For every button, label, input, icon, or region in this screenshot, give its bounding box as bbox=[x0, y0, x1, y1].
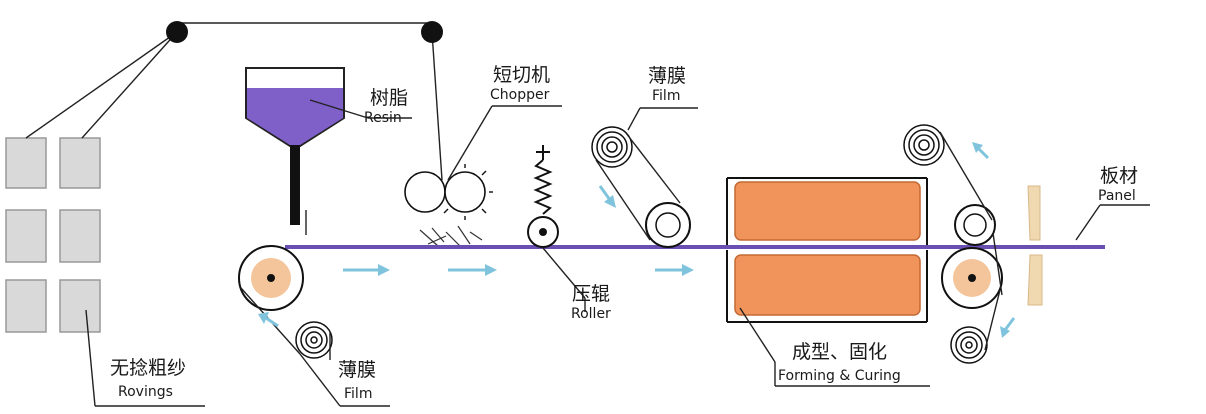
rovings-creel bbox=[5, 137, 101, 333]
press-roller bbox=[527, 145, 586, 299]
panel-cutter bbox=[1027, 185, 1150, 306]
chopper bbox=[404, 105, 493, 247]
film-bottom-label-en: Film bbox=[344, 386, 372, 402]
panel-label-zh: 板材 bbox=[1100, 165, 1138, 187]
chopper-label-zh: 短切机 bbox=[493, 64, 550, 86]
roller-label-zh: 压辊 bbox=[572, 283, 610, 305]
forming-label-zh: 成型、固化 bbox=[792, 341, 887, 363]
rovings-label-zh: 无捻粗纱 bbox=[110, 357, 186, 379]
forming-label-en: Forming & Curing bbox=[778, 368, 901, 384]
pull-rollers bbox=[903, 124, 1003, 364]
film-top-label-zh: 薄膜 bbox=[648, 65, 686, 87]
bottom-film-unwind bbox=[238, 245, 333, 360]
labels: 树脂 Resin 短切机 Chopper 薄膜 Film 压辊 Roller 薄… bbox=[110, 64, 1138, 402]
roving-package bbox=[5, 279, 47, 333]
film-bottom-label-zh: 薄膜 bbox=[338, 359, 376, 381]
guide-pulley bbox=[421, 21, 443, 43]
roving-package bbox=[5, 209, 47, 263]
film-top-label-en: Film bbox=[652, 88, 680, 104]
leader-lines bbox=[85, 105, 930, 407]
chopper-label-en: Chopper bbox=[490, 87, 550, 103]
roving-strands bbox=[25, 21, 443, 181]
resin-hopper bbox=[245, 67, 369, 235]
roving-package bbox=[5, 137, 47, 189]
roller-label-en: Roller bbox=[571, 306, 611, 322]
panel-label-en: Panel bbox=[1098, 188, 1136, 204]
resin-label-en: Resin bbox=[364, 110, 402, 126]
guide-pulley bbox=[166, 21, 188, 43]
roving-package bbox=[59, 209, 101, 263]
resin-label-zh: 树脂 bbox=[370, 87, 408, 109]
rovings-label-en: Rovings bbox=[118, 384, 173, 400]
top-film-unwind bbox=[591, 107, 698, 248]
roving-package bbox=[59, 279, 101, 333]
flow-arrows bbox=[258, 142, 1016, 338]
forming-curing-oven bbox=[726, 177, 928, 363]
roving-package bbox=[59, 137, 101, 189]
